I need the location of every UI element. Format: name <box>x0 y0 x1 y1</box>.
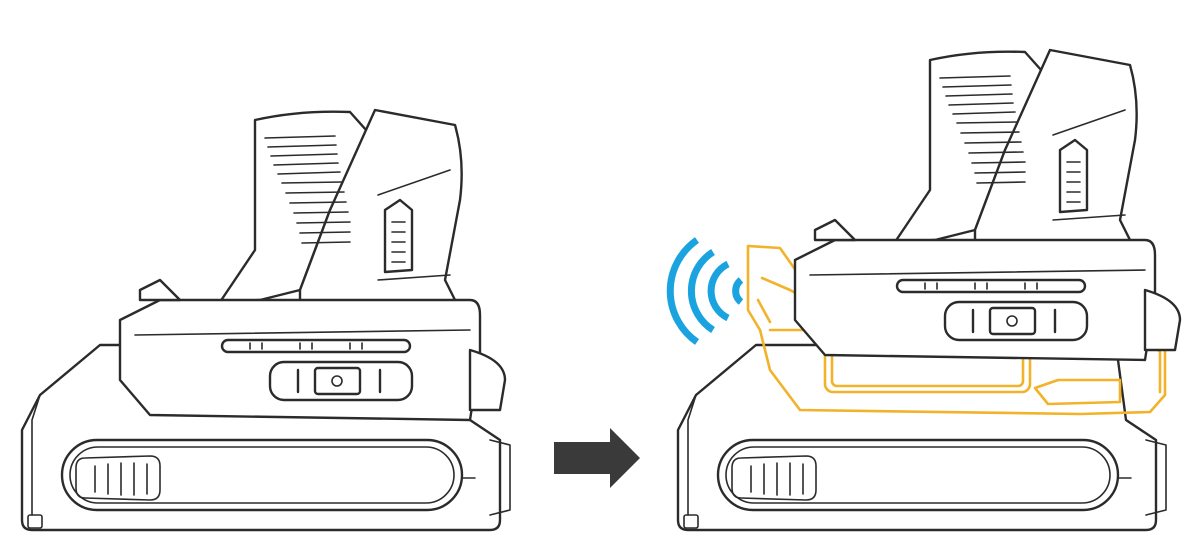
right-arrow-icon <box>554 428 640 488</box>
drill-with-adapter-right <box>676 48 1182 532</box>
wireless-signal-icon <box>666 237 744 345</box>
drill-with-battery-left <box>20 108 512 532</box>
